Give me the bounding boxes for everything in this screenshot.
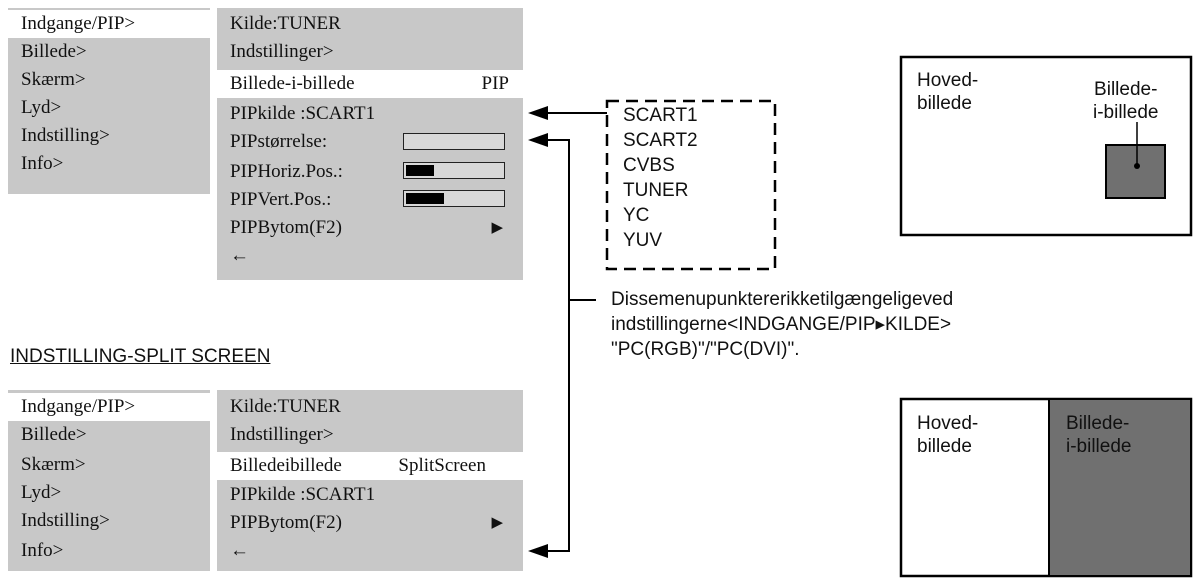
arrowhead-split-swap	[528, 544, 548, 558]
pip-size-item[interactable]: PIPstørrelse:	[217, 128, 523, 156]
menu-item-picture[interactable]: Billede>	[21, 424, 87, 445]
note-line-2: indstillingerne<INDGANGE/PIP▸KILDE>	[611, 314, 952, 335]
note-line-1: Dissemenupunktererikketilgængeligeved	[611, 289, 954, 310]
menu-item-inputs-pip[interactable]: Indgange/PIP>	[8, 10, 210, 38]
split-main-label: Hoved- billede	[917, 412, 978, 458]
source-box-border	[605, 99, 777, 271]
back-item[interactable]: ←	[217, 242, 523, 270]
split-mode-item[interactable]: Billedeibillede SplitScreen	[217, 452, 523, 480]
pip-vpos-fill	[406, 193, 444, 204]
split-main-label-text: Hoved- billede	[917, 413, 979, 457]
split-pip-label-text: Billede- i-billede	[1066, 413, 1132, 457]
source-option: SCART1	[623, 105, 698, 126]
menu-item-sound[interactable]: Lyd>	[21, 482, 62, 503]
source-line: Kilde:TUNER	[230, 13, 341, 34]
main-menu-bottom: Indgange/PIP> Billede> Skærm> Lyd> Indst…	[8, 390, 210, 571]
split-submenu: Kilde:TUNER Indstillinger> Billedeibille…	[217, 390, 523, 571]
pip-source-item[interactable]: PIPkilde :SCART1	[230, 484, 376, 505]
source-option: YUV	[623, 230, 663, 251]
split-mode-value: SplitScreen	[398, 455, 486, 476]
arrowhead-pip-size	[528, 133, 548, 147]
menu-item-picture[interactable]: Billede>	[21, 41, 87, 62]
play-arrow-icon: ▶	[491, 220, 503, 236]
menu-item-setup[interactable]: Indstilling>	[21, 125, 110, 146]
menu-item-inputs-pip[interactable]: Indgange/PIP>	[8, 393, 210, 421]
pip-swap-label: PIPBytom(F2)	[230, 217, 342, 238]
pip-hpos-slider[interactable]	[403, 162, 505, 179]
pip-swap-item[interactable]: PIPBytom(F2) ▶	[217, 509, 523, 537]
arrowhead-pip-source	[528, 106, 548, 120]
pip-pointer-dot	[1134, 163, 1140, 169]
pip-inset-label: Billede- i-billede	[1093, 78, 1158, 124]
source-option: YC	[623, 205, 650, 226]
source-option: SCART2	[623, 130, 698, 151]
pip-hpos-fill	[406, 165, 434, 176]
pip-mode-item[interactable]: Billede-i-billede PIP	[217, 70, 523, 98]
pip-source-item[interactable]: PIPkilde :SCART1	[230, 103, 376, 124]
back-arrow-icon: ←	[230, 540, 249, 561]
play-arrow-icon: ▶	[491, 515, 503, 531]
back-arrow-icon: ←	[230, 245, 249, 266]
source-options-box: SCART1 SCART2 CVBS TUNER YC YUV	[607, 101, 775, 269]
pip-vpos-item[interactable]: PIPVert.Pos.:	[217, 186, 523, 214]
settings-item[interactable]: Indstillinger>	[230, 424, 334, 445]
split-screen-heading: INDSTILLING-SPLIT SCREEN	[10, 346, 271, 367]
pip-inset-label-text: Billede- i-billede	[1093, 79, 1159, 123]
pip-hpos-label: PIPHoriz.Pos.:	[230, 161, 343, 182]
menu-item-info[interactable]: Info>	[21, 153, 64, 174]
bracket-line	[545, 139, 570, 552]
pip-mode-label: Billede-i-billede	[230, 73, 355, 94]
back-item[interactable]: ←	[217, 537, 523, 565]
split-pip-label: Billede- i-billede	[1066, 412, 1131, 458]
menu-item-setup[interactable]: Indstilling>	[21, 510, 110, 531]
menu-item-info[interactable]: Info>	[21, 540, 64, 561]
note-line-3: "PC(RGB)"/"PC(DVI)".	[611, 339, 800, 360]
pip-size-label: PIPstørrelse:	[230, 131, 328, 152]
pip-hpos-item[interactable]: PIPHoriz.Pos.:	[217, 158, 523, 186]
source-option: CVBS	[623, 155, 675, 176]
split-diagram-right-half	[1049, 400, 1190, 575]
source-option: TUNER	[623, 180, 689, 201]
pip-vpos-label: PIPVert.Pos.:	[230, 189, 332, 210]
pip-main-label-text: Hoved- billede	[917, 70, 979, 114]
pip-size-slider[interactable]	[403, 133, 505, 150]
menu-item-sound[interactable]: Lyd>	[21, 97, 62, 118]
pip-mode-value: PIP	[481, 73, 509, 94]
main-menu-top: Indgange/PIP> Billede> Skærm> Lyd> Indst…	[8, 8, 210, 194]
pip-main-label: Hoved- billede	[917, 69, 978, 115]
pip-submenu: Kilde:TUNER Indstillinger> Billede-i-bil…	[217, 8, 523, 280]
pip-diagram-inset	[1105, 144, 1166, 199]
pip-vpos-slider[interactable]	[403, 190, 505, 207]
pip-swap-label: PIPBytom(F2)	[230, 512, 342, 533]
settings-item[interactable]: Indstillinger>	[230, 41, 334, 62]
source-line: Kilde:TUNER	[230, 396, 341, 417]
pip-swap-item[interactable]: PIPBytom(F2) ▶	[217, 214, 523, 242]
split-mode-label: Billedeibillede	[230, 455, 342, 476]
menu-item-screen[interactable]: Skærm>	[21, 454, 86, 475]
menu-item-screen[interactable]: Skærm>	[21, 69, 86, 90]
